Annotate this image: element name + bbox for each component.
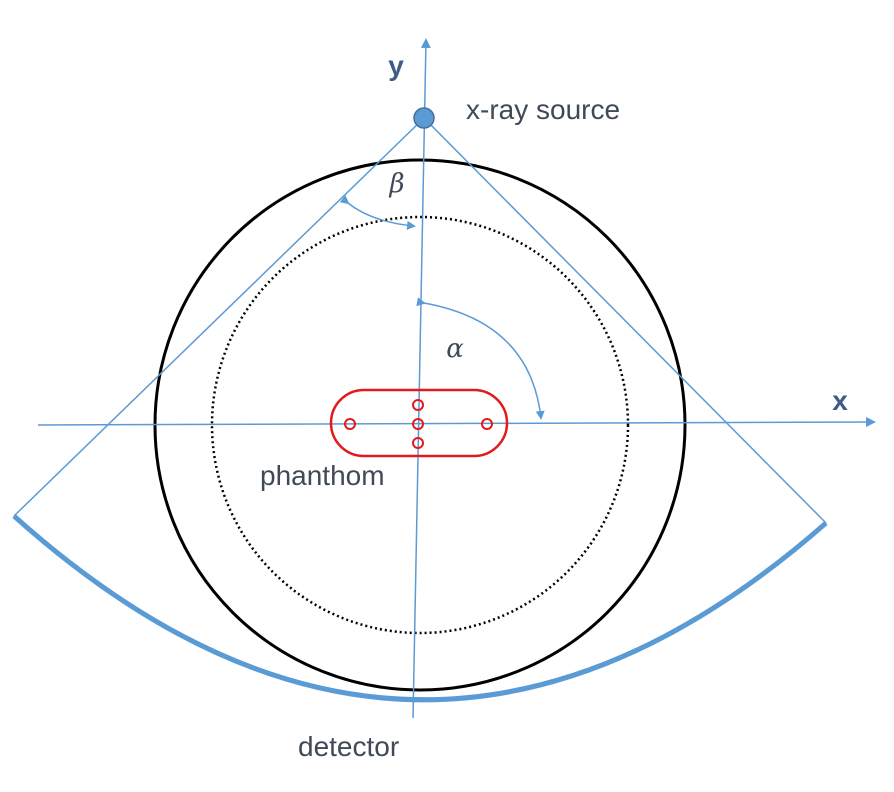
alpha-angle-arc xyxy=(416,297,545,420)
field-of-view-circle xyxy=(210,215,630,635)
x-axis xyxy=(37,417,876,428)
y-axis-label: y xyxy=(388,50,404,81)
beta-label: β xyxy=(388,169,404,199)
detector-arc xyxy=(12,514,828,703)
phantom-outline xyxy=(329,388,509,458)
beta-angle-arc xyxy=(339,195,416,230)
phantom xyxy=(329,388,509,458)
x-ray-source-dot xyxy=(413,107,435,129)
fan-beam-left-edge xyxy=(13,117,425,517)
phantom-marker-left xyxy=(344,418,356,430)
alpha-label: α xyxy=(446,334,464,364)
phantom-label: phanthom xyxy=(260,460,385,491)
x-ray-source-label: x-ray source xyxy=(466,94,620,125)
fan-beam-right-edge xyxy=(423,117,827,524)
x-axis-label: x xyxy=(832,385,848,416)
detector-label: detector xyxy=(298,731,399,762)
y-axis xyxy=(412,38,431,719)
phantom-marker-center xyxy=(412,418,424,430)
phantom-marker-right xyxy=(481,418,493,430)
phantom-marker-top xyxy=(412,399,424,411)
phantom-marker-bottom xyxy=(412,437,424,449)
